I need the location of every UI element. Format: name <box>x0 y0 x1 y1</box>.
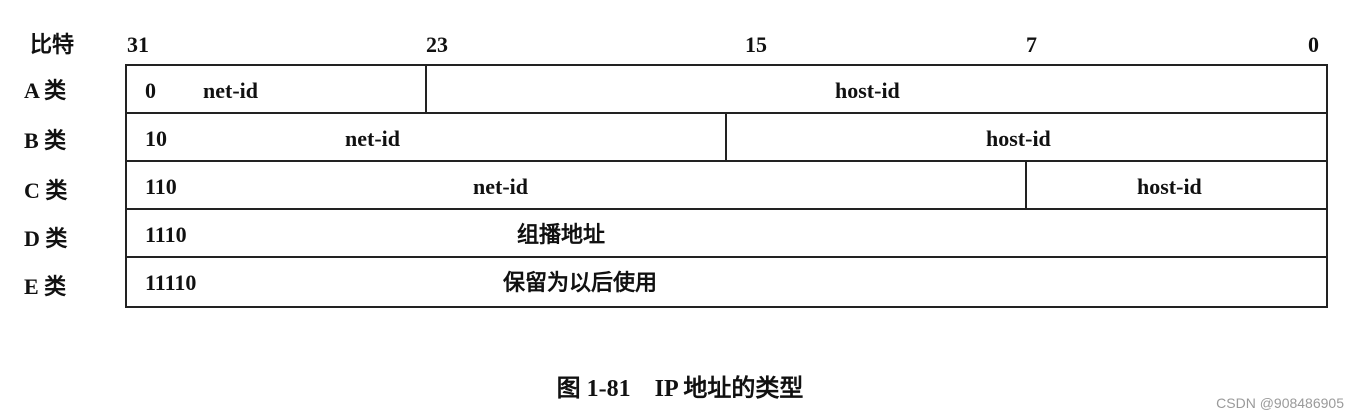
class-c-prefix: 110 <box>145 174 177 199</box>
class-e-reserved: 保留为以后使用 <box>503 270 658 295</box>
class-c-row: 110 net-id host-id <box>125 162 1328 210</box>
class-b-row: 10 net-id host-id <box>125 114 1328 162</box>
class-c-label: C 类 <box>24 178 68 203</box>
class-c-net-id: net-id <box>473 174 528 199</box>
class-a-host-id: host-id <box>835 78 900 103</box>
class-d-label: D 类 <box>24 226 68 251</box>
class-e-label: E 类 <box>24 274 67 299</box>
class-d-prefix: 1110 <box>145 222 187 247</box>
class-d-row: 1110 组播地址 <box>125 210 1328 258</box>
class-a-prefix: 0 <box>145 78 156 103</box>
class-d-multicast: 组播地址 <box>517 222 606 247</box>
bits-header: 比特 <box>30 32 75 57</box>
class-a-net-id: net-id <box>203 78 258 103</box>
watermark: CSDN @908486905 <box>1216 395 1344 411</box>
bit-label-15: 15 <box>745 32 767 57</box>
class-a-divider <box>425 66 427 112</box>
class-a-row: 0 net-id host-id <box>125 64 1328 114</box>
class-c-divider <box>1025 162 1027 208</box>
figure-caption: 图 1-81 IP 地址的类型 <box>556 376 804 402</box>
bit-label-23: 23 <box>426 32 448 57</box>
class-e-prefix: 11110 <box>145 270 197 295</box>
class-c-host-id: host-id <box>1137 174 1202 199</box>
bit-label-7: 7 <box>1026 32 1037 57</box>
class-b-net-id: net-id <box>345 126 400 151</box>
class-a-label: A 类 <box>24 78 67 103</box>
class-b-label: B 类 <box>24 128 67 153</box>
class-b-host-id: host-id <box>986 126 1051 151</box>
class-b-prefix: 10 <box>145 126 167 151</box>
class-e-row: 11110 保留为以后使用 <box>125 258 1328 308</box>
class-b-divider <box>725 114 727 160</box>
bit-label-31: 31 <box>127 32 149 57</box>
bit-label-0: 0 <box>1308 32 1319 57</box>
